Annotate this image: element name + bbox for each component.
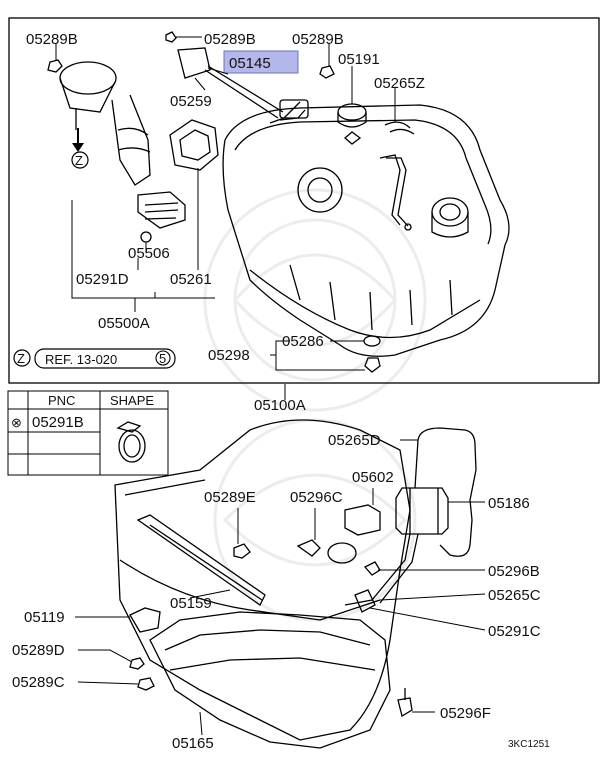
label-05100a[interactable]: 05100A <box>254 397 306 414</box>
lower-artwork <box>114 419 477 749</box>
label-05500a[interactable]: 05500A <box>98 315 150 332</box>
label-05289b-top[interactable]: 05289B <box>204 31 256 48</box>
label-05289b-right[interactable]: 05289B <box>292 31 344 48</box>
arrow-z-marker: Z <box>71 143 89 169</box>
label-05191[interactable]: 05191 <box>338 51 380 68</box>
label-05165[interactable]: 05165 <box>172 735 214 752</box>
label-05296c[interactable]: 05296C <box>290 489 343 506</box>
label-05298[interactable]: 05298 <box>208 347 250 364</box>
label-05286[interactable]: 05286 <box>282 333 324 350</box>
label-05291d[interactable]: 05291D <box>76 271 129 288</box>
label-05289e[interactable]: 05289E <box>204 489 256 506</box>
label-05289c[interactable]: 05289C <box>12 674 65 691</box>
diagram-code: 3KC1251 <box>508 739 550 750</box>
label-05261[interactable]: 05261 <box>170 271 212 288</box>
label-05265z[interactable]: 05265Z <box>374 75 425 92</box>
clamp-shape-icon <box>116 421 146 463</box>
label-05119[interactable]: 05119 <box>24 609 65 626</box>
part-labels: 05289B 05289B 05289B 05145 05191 05265Z … <box>12 31 541 752</box>
label-05265c[interactable]: 05265C <box>488 587 541 604</box>
label-05289d[interactable]: 05289D <box>12 642 65 659</box>
label-05186[interactable]: 05186 <box>488 495 530 512</box>
highlight-box <box>223 50 299 74</box>
label-05296b[interactable]: 05296B <box>488 563 540 580</box>
label-05602[interactable]: 05602 <box>352 469 394 486</box>
leader-lines <box>55 36 486 736</box>
table-row-pnc[interactable]: 05291B <box>32 414 84 431</box>
label-05159[interactable]: 05159 <box>170 595 212 612</box>
watermark-emblem <box>203 188 427 622</box>
label-05291c[interactable]: 05291C <box>488 623 541 640</box>
label-05289b-left[interactable]: 05289B <box>26 31 78 48</box>
ref-text[interactable]: REF. 13-020 <box>45 352 117 367</box>
label-05259[interactable]: 05259 <box>170 93 212 110</box>
label-05145[interactable]: 05145 <box>229 55 271 72</box>
upper-artwork <box>47 31 510 373</box>
table-header-pnc: PNC <box>48 393 75 408</box>
table-row-symbol: ⊗ <box>11 415 22 430</box>
table-header-shape: SHAPE <box>110 393 154 408</box>
label-05265d[interactable]: 05265D <box>328 432 381 449</box>
arrow-z-letter: Z <box>75 153 83 168</box>
label-05506[interactable]: 05506 <box>128 245 170 262</box>
ref-note: Z REF. 13-020 5 <box>13 348 176 369</box>
label-05296f[interactable]: 05296F <box>440 705 491 722</box>
ref-circled-num: 5 <box>159 351 166 366</box>
upper-frame <box>8 17 600 384</box>
ref-z-letter: Z <box>17 351 25 366</box>
pnc-shape-table: PNC SHAPE ⊗ 05291B <box>7 390 169 476</box>
